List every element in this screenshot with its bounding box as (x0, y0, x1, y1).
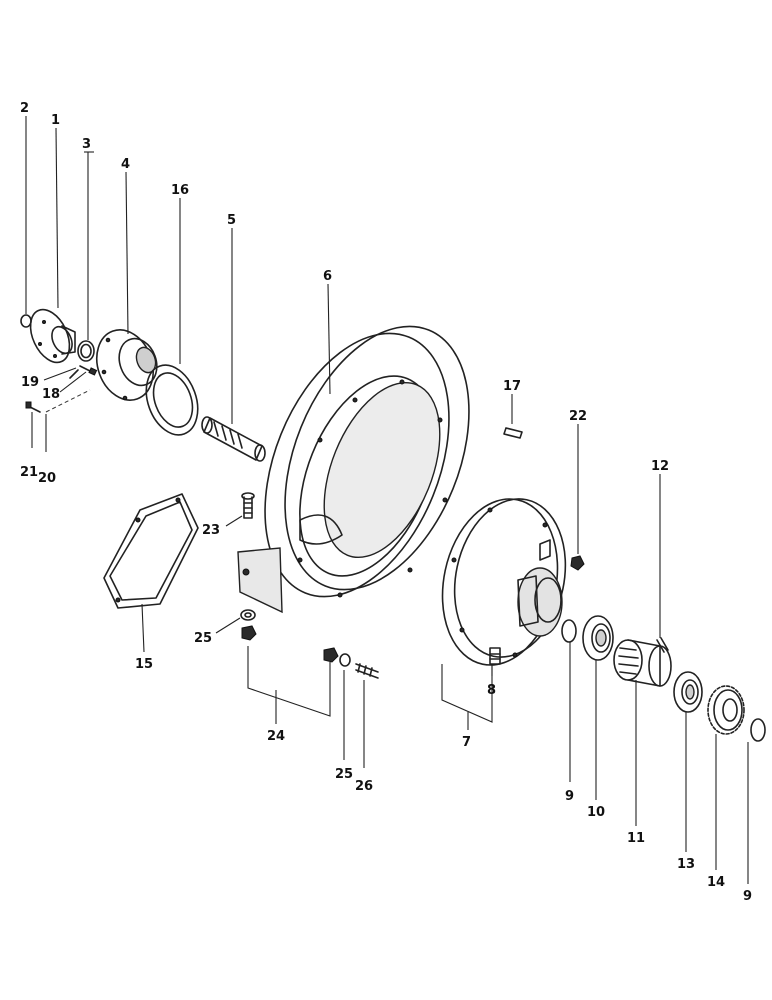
callout-10: 10 (587, 805, 605, 820)
part-21-stud (25, 401, 41, 413)
callout-13: 13 (677, 857, 695, 872)
callout-15: 15 (135, 657, 153, 672)
callout-labels: 2 1 3 4 16 5 6 17 22 12 19 18 21 20 23 2… (20, 101, 752, 904)
callout-7: 7 (462, 735, 471, 750)
part-1-hub-flange (29, 308, 76, 364)
part-23-bolt (241, 492, 255, 519)
callout-1: 1 (51, 113, 60, 128)
part-25-washer-right (339, 653, 351, 667)
callout-3: 3 (82, 137, 91, 152)
leader-lines (25, 116, 749, 884)
callout-4: 4 (121, 157, 130, 172)
part-17-key (503, 427, 523, 439)
callout-26: 26 (355, 779, 373, 794)
part-18-bolt (79, 365, 98, 376)
callout-17: 17 (503, 379, 521, 394)
callout-11: 11 (627, 831, 645, 846)
part-5-splined-shaft (201, 416, 266, 462)
part-19-bolt (69, 369, 79, 379)
part-2-snap-ring (20, 314, 32, 328)
callout-2: 2 (20, 101, 29, 116)
callout-20: 20 (38, 471, 56, 486)
callout-9-left: 9 (565, 789, 574, 804)
callout-21: 21 (20, 465, 38, 480)
part-8-stud (489, 647, 501, 665)
part-24-nut-right (323, 647, 339, 663)
callout-19: 19 (21, 375, 39, 390)
callout-9-right: 9 (743, 889, 752, 904)
part-11-splined-sleeve (613, 639, 672, 687)
part-16-gasket (145, 364, 199, 436)
part-25-washer-left (240, 609, 256, 621)
part-10-bearing (582, 615, 614, 661)
part-6-main-housing (237, 325, 470, 614)
callout-14: 14 (707, 875, 725, 890)
part-9-snap-ring-right (750, 718, 766, 742)
callout-23: 23 (202, 523, 220, 538)
part-14-gear (707, 685, 745, 735)
callout-8: 8 (487, 683, 496, 698)
callout-22: 22 (569, 409, 587, 424)
callout-24: 24 (267, 729, 285, 744)
callout-16: 16 (171, 183, 189, 198)
callout-12: 12 (651, 459, 669, 474)
part-3-seal (77, 340, 95, 362)
part-24-nut-left (241, 625, 257, 641)
part-13-bearing (673, 671, 703, 713)
callout-6: 6 (323, 269, 332, 284)
part-15-cover-gasket (103, 493, 199, 609)
part-22-nut (570, 555, 585, 571)
part-4-bearing-housing (95, 329, 158, 401)
part-7-cover-plate (441, 498, 567, 666)
callout-25-left: 25 (194, 631, 212, 646)
callout-18: 18 (42, 387, 60, 402)
part-9-snap-ring-left (561, 619, 577, 643)
part-26-stud (355, 663, 379, 679)
callout-5: 5 (227, 213, 236, 228)
callout-25-right: 25 (335, 767, 353, 782)
part-20-bracket (45, 389, 91, 413)
